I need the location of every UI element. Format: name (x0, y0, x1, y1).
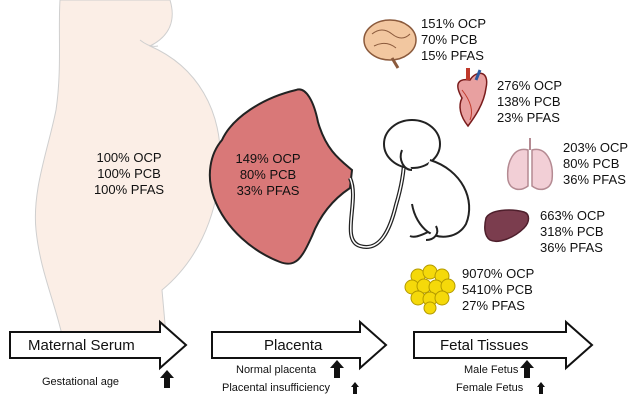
placenta-ocp: 149% OCP (235, 151, 301, 166)
heart-pcb: 138% PCB (497, 94, 561, 109)
male-fetus-up-arrow (520, 360, 534, 378)
heart-icon (457, 68, 488, 128)
lungs-icon (506, 138, 554, 191)
brain-icon (363, 19, 417, 69)
liver-ocp: 663% OCP (540, 208, 606, 223)
placenta-arrow (211, 319, 388, 371)
maternal-ocp: 100% OCP (96, 150, 162, 165)
lungs-ocp: 203% OCP (563, 140, 629, 155)
adipose-pfas: 27% PFAS (462, 298, 525, 313)
male-fetus-note: Male Fetus (464, 364, 519, 376)
female-fetus-note: Female Fetus (456, 382, 524, 394)
normal-placenta-up-arrow (330, 360, 344, 378)
adipose-icon (404, 264, 456, 315)
maternal-pcb: 100% PCB (97, 166, 161, 181)
placental-insufficiency-up-arrow (351, 382, 359, 394)
fetal-tissues-arrow (413, 319, 594, 371)
heart-ocp: 276% OCP (497, 78, 563, 93)
liver-pcb: 318% PCB (540, 224, 604, 239)
placenta-label: Placenta (264, 337, 323, 354)
brain-values: 151% OCP 70% PCB 15% PFAS (421, 16, 486, 64)
maternal-values: 100% OCP 100% PCB 100% PFAS (84, 150, 174, 198)
maternal-navel (139, 39, 159, 47)
lungs-pfas: 36% PFAS (563, 172, 626, 187)
placenta-pfas: 33% PFAS (236, 183, 300, 198)
lungs-pcb: 80% PCB (563, 156, 620, 171)
maternal-serum-arrow (9, 319, 188, 371)
gestational-age-up-arrow (160, 370, 174, 388)
adipose-ocp: 9070% OCP (462, 266, 535, 281)
fetus-icon (383, 119, 471, 241)
placenta-values: 149% OCP 80% PCB 33% PFAS (232, 151, 304, 199)
brain-pcb: 70% PCB (421, 32, 478, 47)
maternal-serum-label: Maternal Serum (28, 337, 135, 354)
liver-icon (484, 209, 530, 242)
liver-pfas: 36% PFAS (540, 240, 603, 255)
liver-values: 663% OCP 318% PCB 36% PFAS (540, 208, 605, 256)
female-fetus-up-arrow (537, 382, 545, 394)
umbilical-cord-inner (349, 149, 405, 248)
brain-ocp: 151% OCP (421, 16, 487, 31)
brain-pfas: 15% PFAS (421, 48, 484, 63)
placental-insufficiency-note: Placental insufficiency (222, 382, 331, 394)
heart-pfas: 23% PFAS (497, 110, 560, 125)
heart-values: 276% OCP 138% PCB 23% PFAS (497, 78, 562, 126)
lungs-values: 203% OCP 80% PCB 36% PFAS (563, 140, 628, 188)
adipose-values: 9070% OCP 5410% PCB 27% PFAS (462, 266, 534, 314)
normal-placenta-note: Normal placenta (236, 364, 317, 376)
placenta-shape (208, 88, 354, 265)
gestational-age-note: Gestational age (42, 376, 120, 388)
maternal-pfas: 100% PFAS (93, 182, 165, 197)
fetal-tissues-label: Fetal Tissues (440, 337, 529, 354)
adipose-pcb: 5410% PCB (462, 282, 533, 297)
placenta-pcb: 80% PCB (239, 167, 297, 182)
